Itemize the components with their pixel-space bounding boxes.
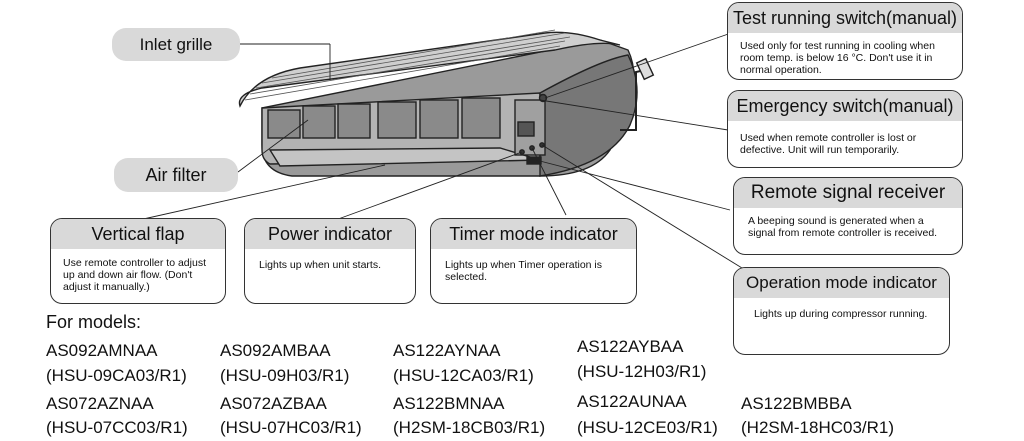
emergency-switch-graphic [517,121,535,137]
test-running-switch-callout: Test running switch(manual) Used only fo… [727,2,963,80]
air-filter-label: Air filter [114,158,238,192]
model-variant: (HSU-12CE03/R1) [577,418,718,437]
emergency-switch-desc: Used when remote controller is lost or d… [740,132,917,156]
model-code: AS122AYBAA [577,337,684,356]
emergency-switch-callout: Emergency switch(manual) Used when remot… [727,90,963,168]
timer-mode-indicator-callout: Timer mode indicator Lights up when Time… [430,218,637,304]
model-code: AS122AYNAA [393,341,501,360]
model-variant: (H2SM-18CB03/R1) [393,418,546,437]
remote-signal-receiver-title: Remote signal receiver [734,178,962,208]
vertical-flap-callout: Vertical flap Use remote controller to a… [50,218,226,304]
model-variant: (H2SM-18HC03/R1) [741,418,895,437]
vertical-flap-title: Vertical flap [51,219,225,249]
timer-mode-indicator-title: Timer mode indicator [431,219,636,249]
operation-mode-indicator-title: Operation mode indicator [734,268,949,298]
model-code: AS122BMBBA [741,394,852,413]
model-variant: (HSU-07CC03/R1) [46,418,188,437]
power-indicator-callout: Power indicator Lights up when unit star… [244,218,416,304]
remote-receiver-graphic [526,156,542,165]
model-variant: (HSU-12H03/R1) [577,362,707,381]
leader-lines [129,31,743,269]
power-indicator-title: Power indicator [245,219,415,249]
operation-mode-indicator-callout: Operation mode indicator Lights up durin… [733,267,950,355]
model-code: AS072AZBAA [220,394,327,413]
model-code: AS122BMNAA [393,394,505,413]
remote-signal-receiver-callout: Remote signal receiver A beeping sound i… [733,177,963,255]
models-title: For models: [46,312,142,332]
model-code: AS072AZNAA [46,394,154,413]
model-variant: (HSU-09H03/R1) [220,366,350,385]
power-indicator-desc: Lights up when unit starts. [259,259,381,271]
timer-mode-indicator-desc: Lights up when Timer operation is select… [445,259,603,283]
model-code: AS122AUNAA [577,392,687,411]
test-running-switch-desc: Used only for test running in cooling wh… [740,40,935,76]
test-running-switch-title: Test running switch(manual) [728,3,962,33]
model-variant: (HSU-07HC03/R1) [220,418,362,437]
model-code: AS092AMBAA [220,341,331,360]
operation-mode-indicator-desc: Lights up during compressor running. [754,308,928,320]
model-variant: (HSU-12CA03/R1) [393,366,534,385]
remote-signal-receiver-desc: A beeping sound is generated when a sign… [748,215,938,239]
emergency-switch-title: Emergency switch(manual) [728,91,962,121]
vertical-flap-desc: Use remote controller to adjust up and d… [63,257,206,293]
model-variant: (HSU-09CA03/R1) [46,366,187,385]
inlet-grille-label: Inlet grille [112,28,240,61]
model-code: AS092AMNAA [46,341,158,360]
inlet-grille-slats [238,31,621,108]
